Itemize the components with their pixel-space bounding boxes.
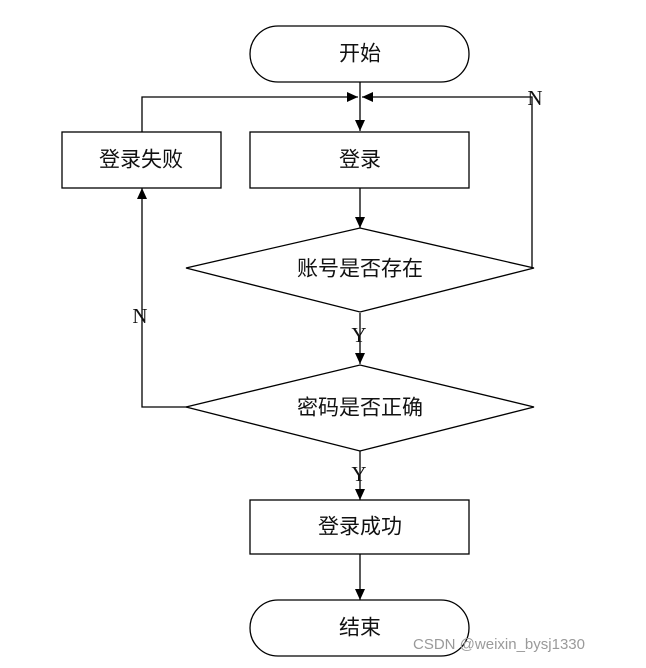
edge-failed-to-login — [141, 92, 358, 132]
password-correct-decision — [185, 364, 535, 452]
watermark: CSDN @weixin_bysj1330 — [413, 636, 585, 653]
edge-account-no — [362, 92, 533, 268]
login-success-label: 登录成功 — [318, 515, 402, 539]
login-failed-label: 登录失败 — [99, 148, 183, 172]
login-box — [249, 131, 470, 189]
login-failed-box — [61, 131, 222, 189]
account-no-label: N — [527, 86, 542, 110]
password-correct-label: 密码是否正确 — [297, 396, 423, 420]
start-label: 开始 — [339, 42, 381, 66]
start-terminal — [249, 25, 470, 83]
account-exists-label: 账号是否存在 — [297, 257, 423, 281]
login-success-box — [249, 499, 470, 555]
edge-password-no — [137, 188, 187, 408]
end-label: 结束 — [339, 616, 381, 640]
password-yes-label: Y — [351, 462, 366, 486]
end-terminal — [249, 599, 470, 657]
account-exists-decision — [185, 227, 535, 313]
account-yes-label: Y — [351, 323, 366, 347]
login-label: 登录 — [339, 148, 381, 172]
password-no-label: N — [132, 304, 147, 328]
